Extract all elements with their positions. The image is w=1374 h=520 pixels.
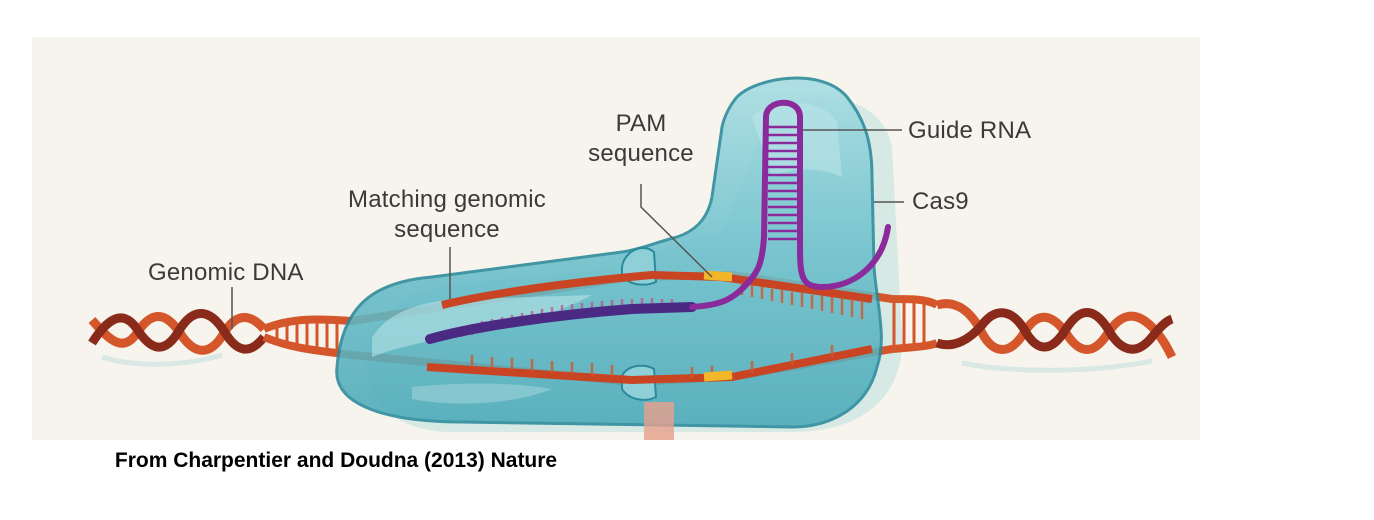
leader-pam xyxy=(640,184,713,278)
label-pam-line2: sequence xyxy=(588,140,694,167)
left-dna-helix xyxy=(88,309,268,367)
diagram-canvas xyxy=(88,76,1177,440)
figure-caption: From Charpentier and Doudna (2013) Natur… xyxy=(114,449,558,472)
matching-rna-strand xyxy=(425,302,697,344)
label-matching-line1: Matching genomic xyxy=(348,186,546,213)
guide-rna xyxy=(689,99,891,310)
label-pam-sequence: PAM sequence xyxy=(578,109,704,169)
label-matching-line2: sequence xyxy=(394,216,500,243)
label-pam-line1: PAM xyxy=(615,110,667,137)
label-matching-genomic-sequence: Matching genomic sequence xyxy=(332,185,562,245)
right-dna-helix xyxy=(935,299,1177,373)
pam-sequence-marks xyxy=(703,270,733,382)
label-cas9: Cas9 xyxy=(912,188,969,215)
crispr-cas9-diagram: Genomic DNA Matching genomic sequence PA… xyxy=(32,37,1200,440)
label-guide-rna: Guide RNA xyxy=(908,117,1032,144)
leader-lines xyxy=(231,129,904,329)
label-genomic-dna: Genomic DNA xyxy=(148,259,304,286)
